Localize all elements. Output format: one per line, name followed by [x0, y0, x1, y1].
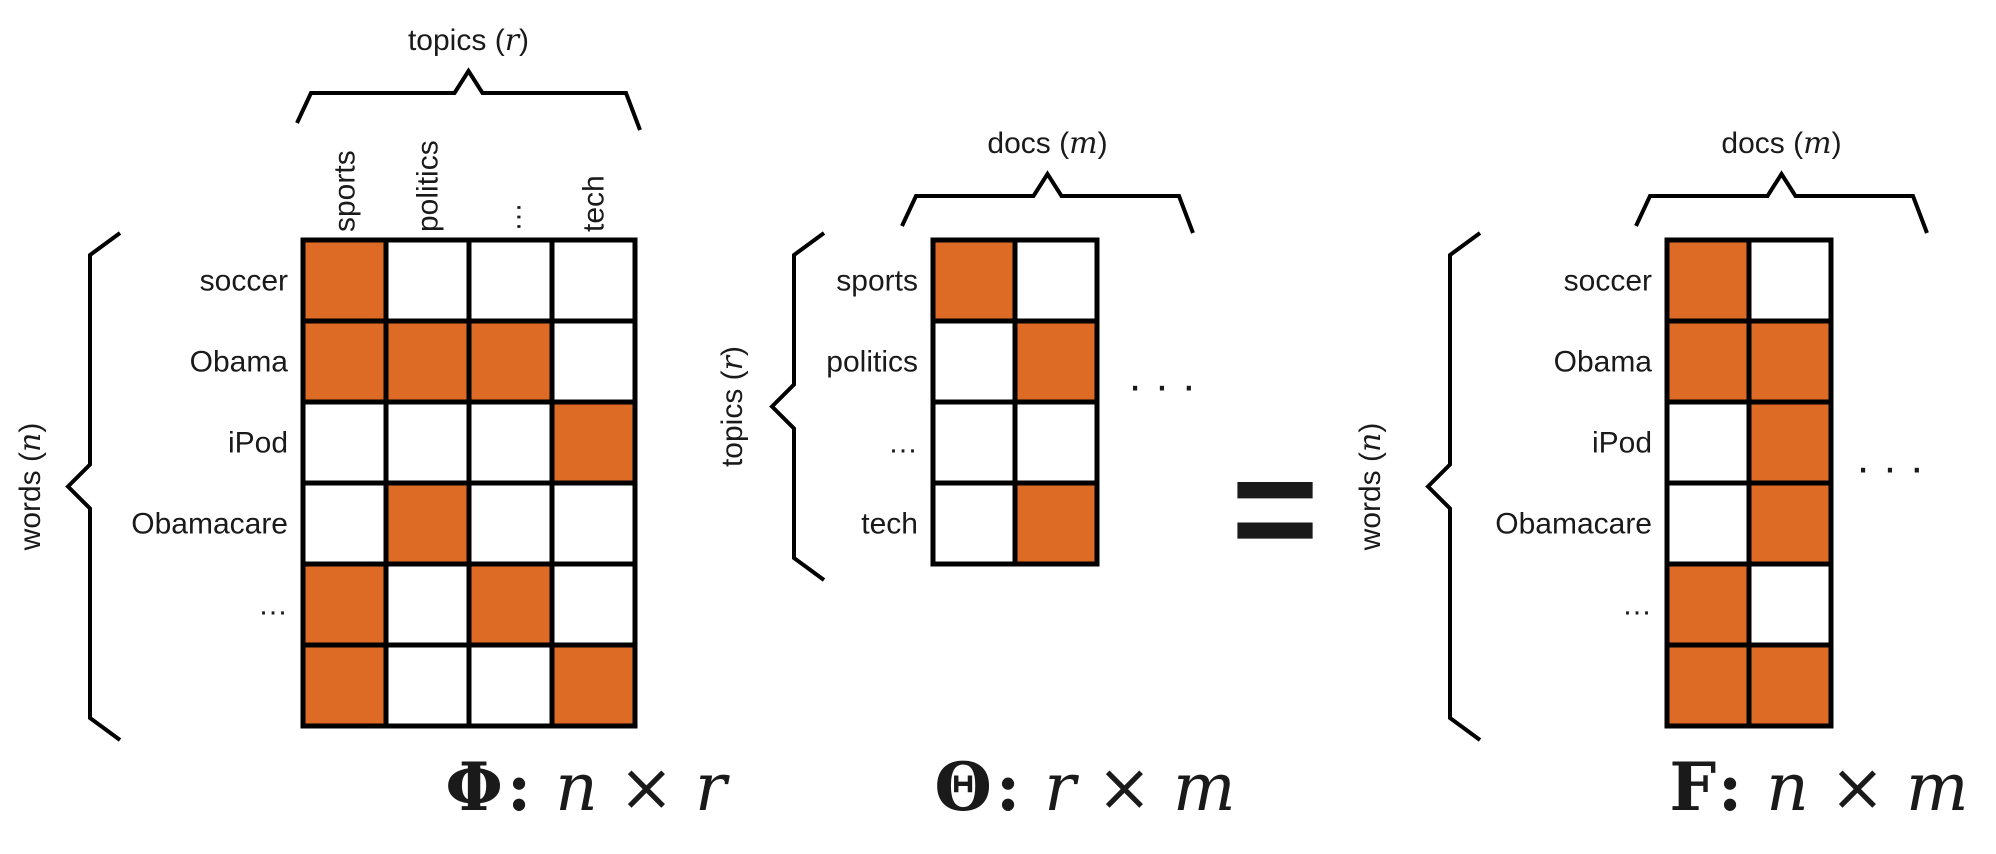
- cell-empty: [1667, 483, 1749, 564]
- equals-sign: =: [1231, 424, 1319, 592]
- cell-empty: [469, 402, 552, 483]
- cell-empty: [1749, 240, 1831, 321]
- cell-empty: [469, 483, 552, 564]
- row-label: sports: [836, 265, 918, 298]
- cell-filled: [1667, 321, 1749, 402]
- top-brace: [900, 170, 1195, 234]
- cell-empty: [552, 564, 635, 645]
- cell-empty: [933, 402, 1015, 483]
- matrix-caption: Φ:n × r: [445, 748, 730, 826]
- cell-empty: [386, 402, 469, 483]
- column-label: sports: [329, 150, 362, 232]
- cell-empty: [303, 402, 386, 483]
- cell-empty: [1667, 402, 1749, 483]
- cell-empty: [386, 645, 469, 726]
- cell-empty: [469, 240, 552, 321]
- cell-empty: [386, 240, 469, 321]
- row-label: …: [258, 589, 288, 622]
- side-brace: [1425, 231, 1482, 742]
- row-label: Obamacare: [1495, 508, 1652, 541]
- cell-filled: [933, 240, 1015, 321]
- cell-empty: [303, 483, 386, 564]
- cell-empty: [1749, 564, 1831, 645]
- cell-filled: [303, 240, 386, 321]
- row-label: tech: [861, 508, 918, 541]
- cell-empty: [469, 645, 552, 726]
- row-label: iPod: [228, 427, 288, 460]
- cell-filled: [469, 564, 552, 645]
- row-label: Obama: [1554, 346, 1653, 379]
- cell-filled: [1667, 645, 1749, 726]
- cell-filled: [1749, 645, 1831, 726]
- side-brace: [769, 231, 826, 582]
- cell-filled: [386, 483, 469, 564]
- cell-filled: [1667, 240, 1749, 321]
- cell-empty: [1015, 240, 1097, 321]
- cell-filled: [469, 321, 552, 402]
- cell-filled: [552, 645, 635, 726]
- cell-empty: [552, 321, 635, 402]
- cell-filled: [1749, 483, 1831, 564]
- top-brace: [295, 67, 642, 131]
- row-label: …: [888, 427, 918, 460]
- column-label: …: [495, 202, 528, 232]
- cell-filled: [303, 321, 386, 402]
- side-brace-label: words (n): [1353, 423, 1388, 552]
- cell-filled: [1667, 564, 1749, 645]
- row-label: soccer: [200, 265, 288, 298]
- top-brace-label: topics (r): [408, 23, 529, 58]
- cell-filled: [1015, 321, 1097, 402]
- row-label: Obama: [190, 346, 289, 379]
- side-brace-label: topics (r): [715, 346, 750, 467]
- cell-filled: [1749, 402, 1831, 483]
- trailing-ellipsis: · · ·: [1128, 361, 1196, 410]
- side-brace: [65, 231, 122, 742]
- top-brace: [1634, 170, 1929, 234]
- cell-filled: [303, 645, 386, 726]
- row-label: …: [1622, 589, 1652, 622]
- cell-filled: [303, 564, 386, 645]
- cell-filled: [1749, 321, 1831, 402]
- row-label: iPod: [1592, 427, 1652, 460]
- top-brace-label: docs (m): [1721, 126, 1841, 161]
- row-label: politics: [826, 346, 918, 379]
- row-label: Obamacare: [131, 508, 288, 541]
- side-brace-label: words (n): [13, 423, 48, 552]
- matrix-theta: sports politics … tech docs (m) topics (r) · ·…: [715, 126, 1236, 826]
- top-brace-label: docs (m): [987, 126, 1107, 161]
- cell-empty: [1015, 402, 1097, 483]
- matrix-caption: Θ:r × m: [934, 748, 1235, 826]
- trailing-ellipsis: · · ·: [1856, 443, 1924, 492]
- row-label: soccer: [1564, 265, 1652, 298]
- cell-empty: [552, 240, 635, 321]
- cell-filled: [552, 402, 635, 483]
- cell-empty: [933, 483, 1015, 564]
- matrix-caption: F:n × m: [1669, 748, 1968, 826]
- cell-empty: [933, 321, 1015, 402]
- cell-empty: [386, 564, 469, 645]
- cell-empty: [552, 483, 635, 564]
- column-label: politics: [412, 140, 445, 232]
- column-label: tech: [578, 175, 611, 232]
- cell-filled: [386, 321, 469, 402]
- cell-filled: [1015, 483, 1097, 564]
